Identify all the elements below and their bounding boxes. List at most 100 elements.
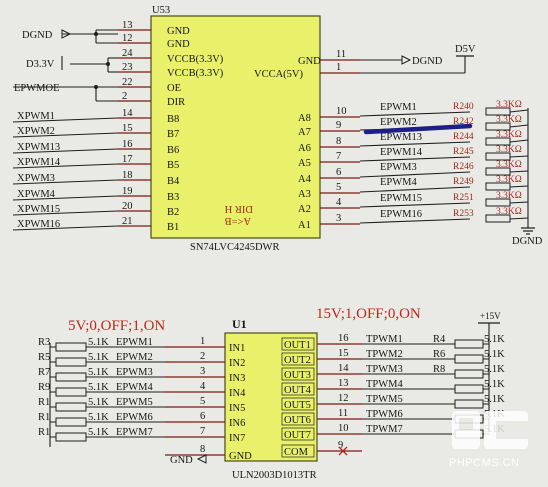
- net-label[interactable]: EPWM5: [116, 397, 153, 408]
- highlight-mark: [363, 123, 473, 135]
- net-label[interactable]: EPWM4: [116, 382, 154, 393]
- resistor-ref: R244: [453, 132, 474, 142]
- resistor-value: 3.3KΩ: [496, 115, 522, 125]
- net-dgnd-bottom[interactable]: DGND: [512, 236, 543, 247]
- net-label[interactable]: XPWM16: [17, 219, 60, 230]
- u53-left-pin-lines: [118, 29, 151, 227]
- resistor-icon[interactable]: [485, 152, 511, 161]
- net-d5v[interactable]: D5V: [455, 44, 476, 55]
- resistor-icon[interactable]: [454, 399, 484, 409]
- net-label[interactable]: XPWM15: [17, 204, 60, 215]
- u53-chip-body[interactable]: [150, 15, 321, 239]
- pin-name: IN4: [229, 388, 246, 399]
- net-label[interactable]: EPWM6: [116, 412, 153, 423]
- pin-number: 11: [336, 49, 346, 60]
- resistor-value: 5.1K: [484, 364, 505, 375]
- net-label[interactable]: XPWM3: [17, 173, 55, 184]
- pin-number: 18: [122, 170, 133, 181]
- pin-number: 4: [200, 381, 206, 392]
- resistor-ref: R4: [433, 334, 446, 345]
- net-label[interactable]: EPWM14: [380, 147, 423, 158]
- pin-number: 16: [122, 139, 133, 150]
- pin-number: 5: [200, 396, 205, 407]
- resistor-icon[interactable]: [454, 339, 484, 349]
- resistor-value: 5.1K: [88, 382, 109, 393]
- pin-number: 13: [122, 20, 133, 31]
- net-label[interactable]: EPWM15: [380, 193, 422, 204]
- pin-name: DIR: [167, 97, 185, 108]
- resistor-icon[interactable]: [485, 198, 511, 207]
- resistor-icon[interactable]: [55, 387, 87, 397]
- resistor-icon[interactable]: [55, 417, 87, 427]
- net-label[interactable]: TPWM2: [366, 349, 403, 360]
- net-label[interactable]: EPWM2: [380, 117, 417, 128]
- resistor-ref: R1: [38, 427, 50, 438]
- resistor-icon[interactable]: [55, 372, 87, 382]
- u53-dir-note-2: A<=B: [225, 215, 251, 226]
- pin-name: OUT6: [284, 415, 311, 426]
- pin-number: 17: [122, 154, 133, 165]
- resistor-ref: R6: [433, 349, 445, 360]
- net-label[interactable]: XPWM13: [17, 142, 60, 153]
- net-label[interactable]: TPWM7: [366, 424, 403, 435]
- net-dgnd-left[interactable]: DGND: [22, 30, 53, 41]
- net-label[interactable]: TPWM4: [366, 379, 404, 390]
- pin-box: [281, 412, 315, 426]
- pin-name: A4: [298, 174, 312, 185]
- pin-name: OUT3: [284, 370, 311, 381]
- net-label[interactable]: TPWM5: [366, 394, 403, 405]
- resistor-ref: R7: [38, 367, 50, 378]
- net-label[interactable]: EPWM1: [116, 337, 153, 348]
- resistor-icon[interactable]: [454, 384, 484, 394]
- net-label[interactable]: EPWM2: [116, 352, 153, 363]
- net-label[interactable]: EPWM16: [380, 209, 422, 220]
- net-dgnd-right[interactable]: DGND: [412, 56, 443, 67]
- pin-name: IN1: [229, 343, 245, 354]
- pin-number: 10: [338, 423, 349, 434]
- net-label[interactable]: EPWM13: [380, 132, 422, 143]
- resistor-value: 5.1K: [484, 379, 505, 390]
- pin-number: 24: [122, 48, 133, 59]
- resistor-icon[interactable]: [485, 214, 511, 223]
- resistor-icon[interactable]: [485, 167, 511, 176]
- net-label[interactable]: EPWM1: [380, 102, 417, 113]
- net-epwmoe[interactable]: EPWMOE: [14, 83, 60, 94]
- net-label[interactable]: XPWM4: [17, 189, 56, 200]
- net-label[interactable]: XPWM2: [17, 126, 55, 137]
- net-label[interactable]: XPWM1: [17, 111, 55, 122]
- resistor-icon[interactable]: [485, 182, 511, 191]
- pin-name: B3: [167, 192, 179, 203]
- pin-name: OUT5: [284, 400, 311, 411]
- resistor-icon[interactable]: [485, 107, 511, 116]
- net-label[interactable]: EPWM7: [116, 427, 153, 438]
- dgnd-arrow-icon: [401, 55, 412, 65]
- net-label[interactable]: EPWM3: [116, 367, 153, 378]
- pin-number: 13: [338, 378, 349, 389]
- resistor-icon[interactable]: [55, 357, 87, 367]
- pin-number: 15: [122, 123, 133, 134]
- resistor-icon[interactable]: [454, 354, 484, 364]
- net-label[interactable]: EPWM3: [380, 162, 417, 173]
- net-label[interactable]: XPWM14: [17, 157, 61, 168]
- net-label[interactable]: TPWM1: [366, 334, 403, 345]
- net-label[interactable]: TPWM6: [366, 409, 403, 420]
- u53-right-pin-lines: [320, 59, 360, 225]
- u53-dir-note: DIR H: [224, 203, 253, 214]
- resistor-ref: R242: [453, 117, 474, 127]
- resistor-icon[interactable]: [55, 402, 87, 412]
- net-d33v[interactable]: D3.3V: [26, 59, 55, 70]
- resistor-icon[interactable]: [485, 122, 511, 131]
- resistor-icon[interactable]: [55, 342, 87, 352]
- resistor-icon[interactable]: [55, 432, 87, 442]
- pin-name: IN2: [229, 358, 245, 369]
- resistor-value: 5.1K: [88, 397, 109, 408]
- pin-number: 5: [336, 182, 341, 193]
- resistor-icon[interactable]: [454, 369, 484, 379]
- net-label[interactable]: TPWM3: [366, 364, 403, 375]
- net-gnd[interactable]: GND: [170, 455, 193, 466]
- pin-number: 8: [336, 136, 341, 147]
- pin-number: 15: [338, 348, 349, 359]
- resistor-icon[interactable]: [485, 137, 511, 146]
- net-label[interactable]: EPWM4: [380, 177, 418, 188]
- net-plus15v[interactable]: +15V: [480, 311, 501, 321]
